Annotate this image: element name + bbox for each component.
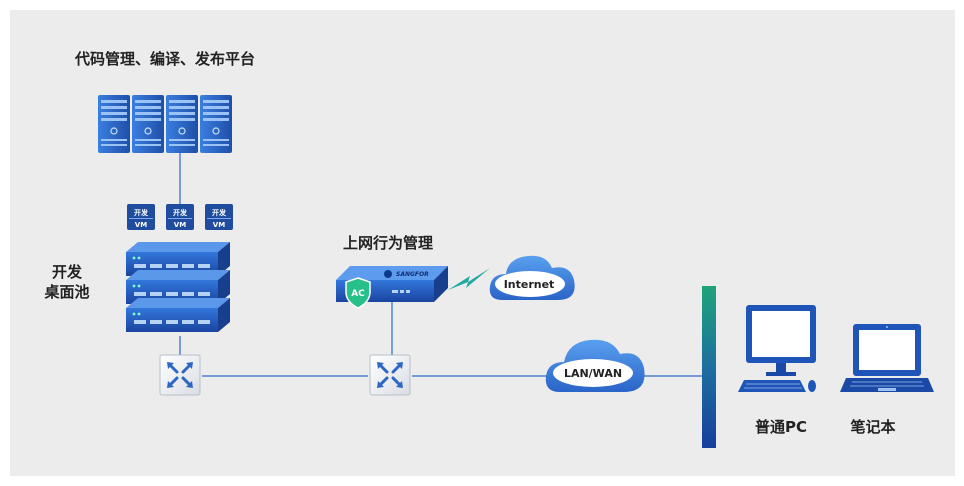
switch-icon <box>159 354 201 396</box>
connection-lines <box>179 153 702 377</box>
laptop-icon <box>840 324 934 392</box>
shield-icon: AC <box>345 277 371 309</box>
svg-text:开发: 开发 <box>212 208 227 217</box>
svg-text:开发: 开发 <box>134 208 149 217</box>
server-icon <box>98 95 130 153</box>
laptop-label: 笔记本 <box>850 418 895 436</box>
pc-label: 普通PC <box>755 418 807 436</box>
sangfor-logo-icon <box>384 270 392 278</box>
dev-pool-label-line1: 开发 <box>52 263 83 281</box>
switch-icon <box>369 354 411 396</box>
vm-tag: 开发 VM <box>205 204 233 230</box>
vm-tag: 开发 VM <box>166 204 194 230</box>
svg-text:VM: VM <box>213 221 225 229</box>
svg-text:VM: VM <box>174 221 186 229</box>
server-icon <box>132 95 164 153</box>
vm-tags: 开发 VM 开发 VM 开发 VM <box>127 204 233 230</box>
network-bus-bar <box>702 286 716 448</box>
code-platform-label: 代码管理、编译、发布平台 <box>74 50 255 68</box>
desktop-pool-rack <box>126 242 230 332</box>
server-icon <box>200 95 232 153</box>
behavior-mgmt-label: 上网行为管理 <box>343 234 433 252</box>
desktop-pc-icon <box>738 305 816 392</box>
svg-text:AC: AC <box>351 289 365 299</box>
internet-label: Internet <box>504 278 555 291</box>
svg-text:开发: 开发 <box>173 208 188 217</box>
server-icon <box>166 95 198 153</box>
dev-pool-label-line2: 桌面池 <box>43 283 89 301</box>
vm-tag: 开发 VM <box>127 204 155 230</box>
lanwan-label: LAN/WAN <box>564 367 622 380</box>
ac-device: SANGFOR AC <box>336 266 448 309</box>
device-brand: SANGFOR <box>396 271 429 278</box>
platform-servers <box>98 95 232 153</box>
lightning-icon <box>448 268 490 290</box>
lanwan-cloud-icon <box>545 339 645 392</box>
internet-cloud-icon <box>489 255 575 300</box>
svg-text:VM: VM <box>135 221 147 229</box>
